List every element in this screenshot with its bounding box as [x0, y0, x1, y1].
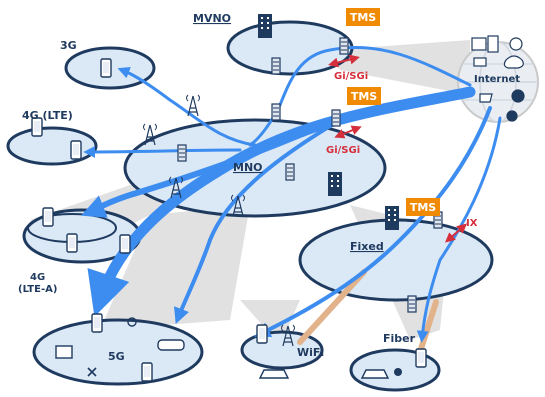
- gi-sgi-mvno-label: Gi/SGi: [334, 71, 368, 82]
- tms-badge-mno: TMS: [347, 87, 381, 105]
- fixed-cloud: [298, 218, 494, 302]
- interface-arrows: [328, 54, 468, 243]
- access-links: [297, 269, 439, 355]
- wifi-label: WiFi: [297, 346, 324, 359]
- device-icons: [31, 58, 427, 382]
- label-4g-lte-a-line2: (LTE-A): [18, 284, 57, 295]
- label-4g: 4G (LTE): [22, 109, 73, 122]
- svg-text:TMS: TMS: [351, 90, 377, 103]
- label-5g: 5G: [108, 350, 125, 363]
- mno-label: MNO: [233, 161, 263, 174]
- ix-label: IX: [466, 218, 478, 229]
- internet-service-icons: [471, 35, 525, 122]
- svg-text:TMS: TMS: [350, 11, 376, 24]
- internet-label: Internet: [474, 74, 520, 85]
- fixed-label: Fixed: [350, 240, 384, 253]
- label-4g-lte-a-line1: 4G: [30, 272, 45, 283]
- mvno-label: MVNO: [193, 12, 231, 25]
- svg-text:TMS: TMS: [410, 201, 436, 214]
- cloud-5g: [32, 318, 204, 386]
- label-3g: 3G: [60, 39, 77, 52]
- tms-badge-mvno: TMS: [346, 8, 380, 26]
- tms-badge-fixed: TMS: [406, 198, 440, 216]
- cloud-4g: [6, 126, 98, 166]
- gi-sgi-mno-label: Gi/SGi: [326, 145, 360, 156]
- fiber-label: Fiber: [383, 332, 416, 345]
